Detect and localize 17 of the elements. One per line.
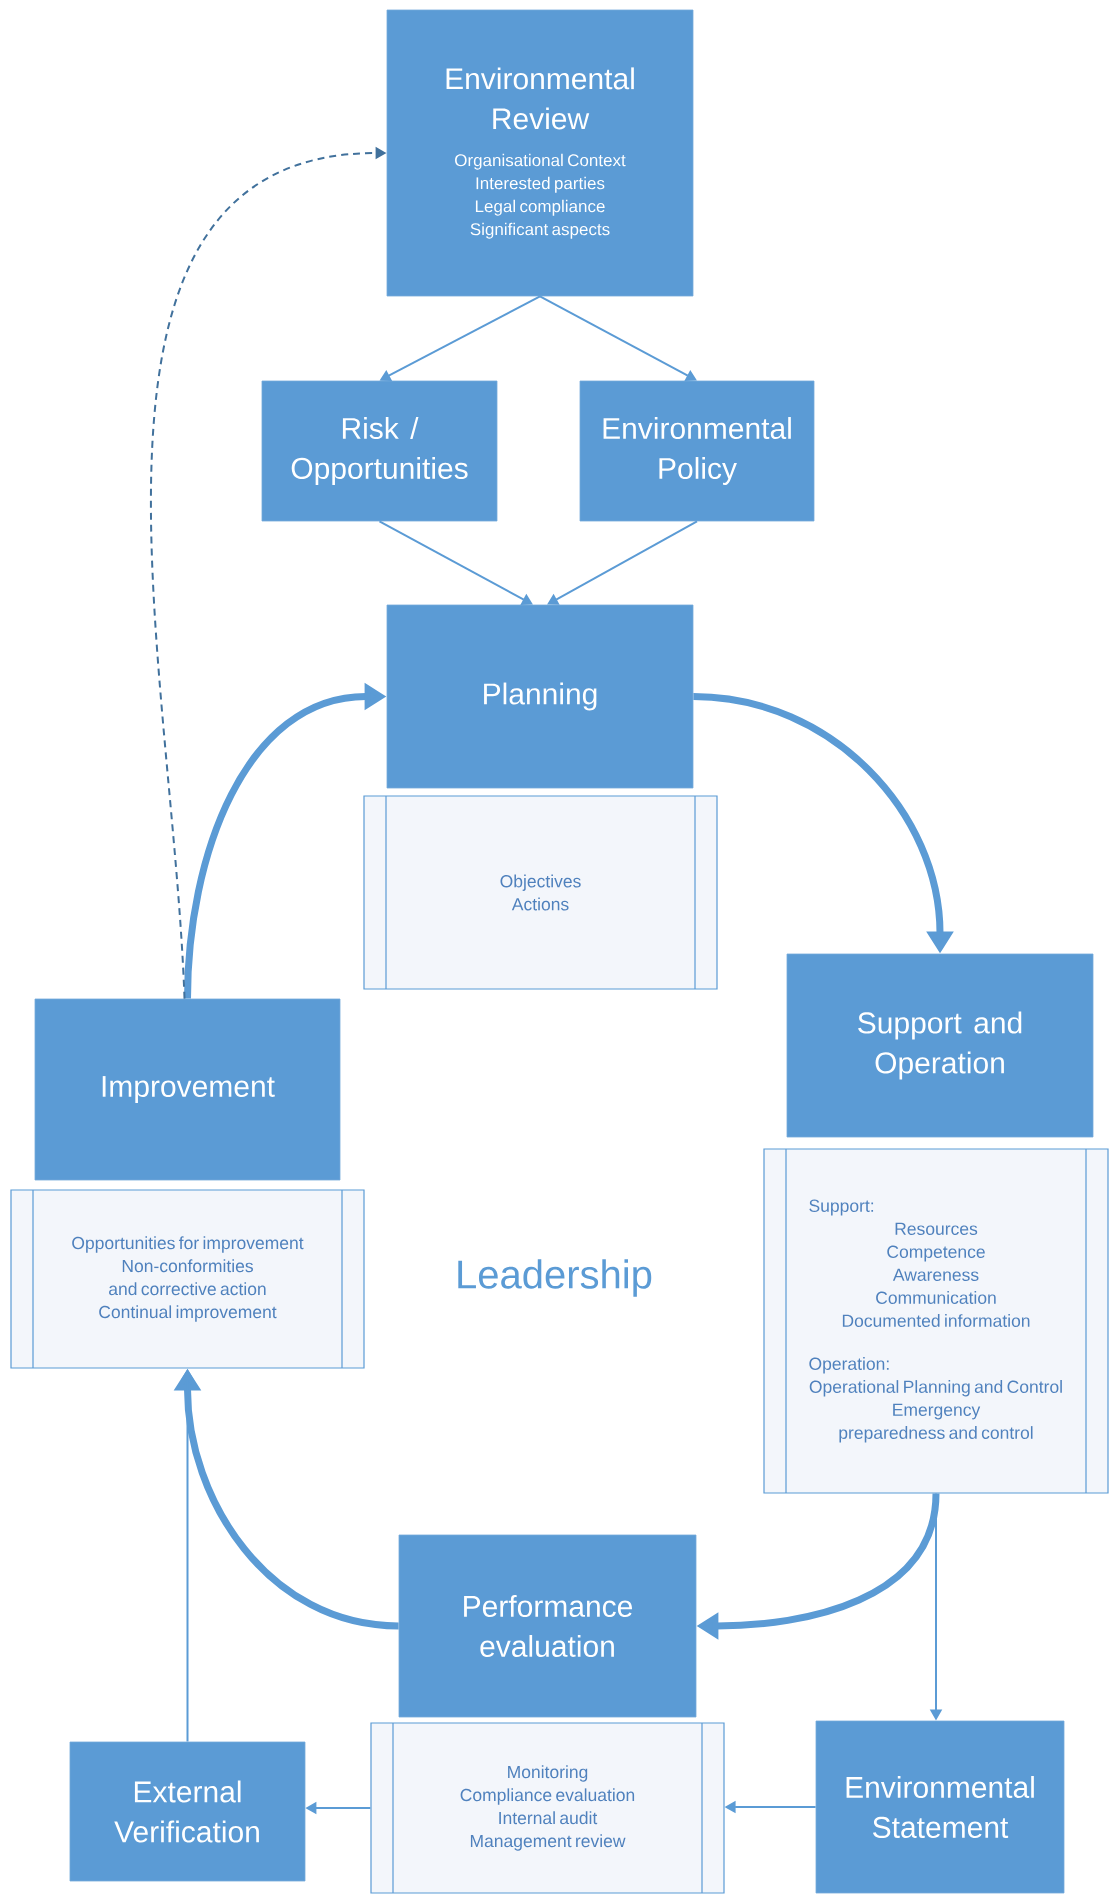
detail-box: Support: Resources Competence Awareness Communication Documented information Operation: Operational Planning and Control Emergency preparedness and control [763, 1148, 1109, 1494]
label-text: Leadership [458, 1259, 652, 1297]
arrow [547, 520, 698, 605]
process-box: Improvement [34, 998, 341, 1181]
detail-box: Opportunities for improvement Non-conformities and corrective action Continual improvement [10, 1189, 365, 1369]
arrow [539, 295, 697, 381]
process-box: Planning [386, 604, 694, 789]
process-box: Environmental Review Organisational Context Interested parties Legal compliance Significant aspects [386, 9, 694, 297]
process-box: Performance evaluation [398, 1534, 697, 1718]
process-box: Risk / Opportunities [261, 380, 498, 522]
detail-box: Monitoring Compliance evaluation Internal audit Management review [370, 1722, 725, 1894]
process-box: Environmental Policy [579, 380, 815, 522]
process-box: External Verification [69, 1741, 306, 1882]
process-box: Support and Operation [786, 953, 1094, 1138]
process-box: Environmental Statement [815, 1720, 1065, 1894]
detail-box: Objectives Actions [363, 795, 718, 990]
arrow [378, 520, 533, 605]
